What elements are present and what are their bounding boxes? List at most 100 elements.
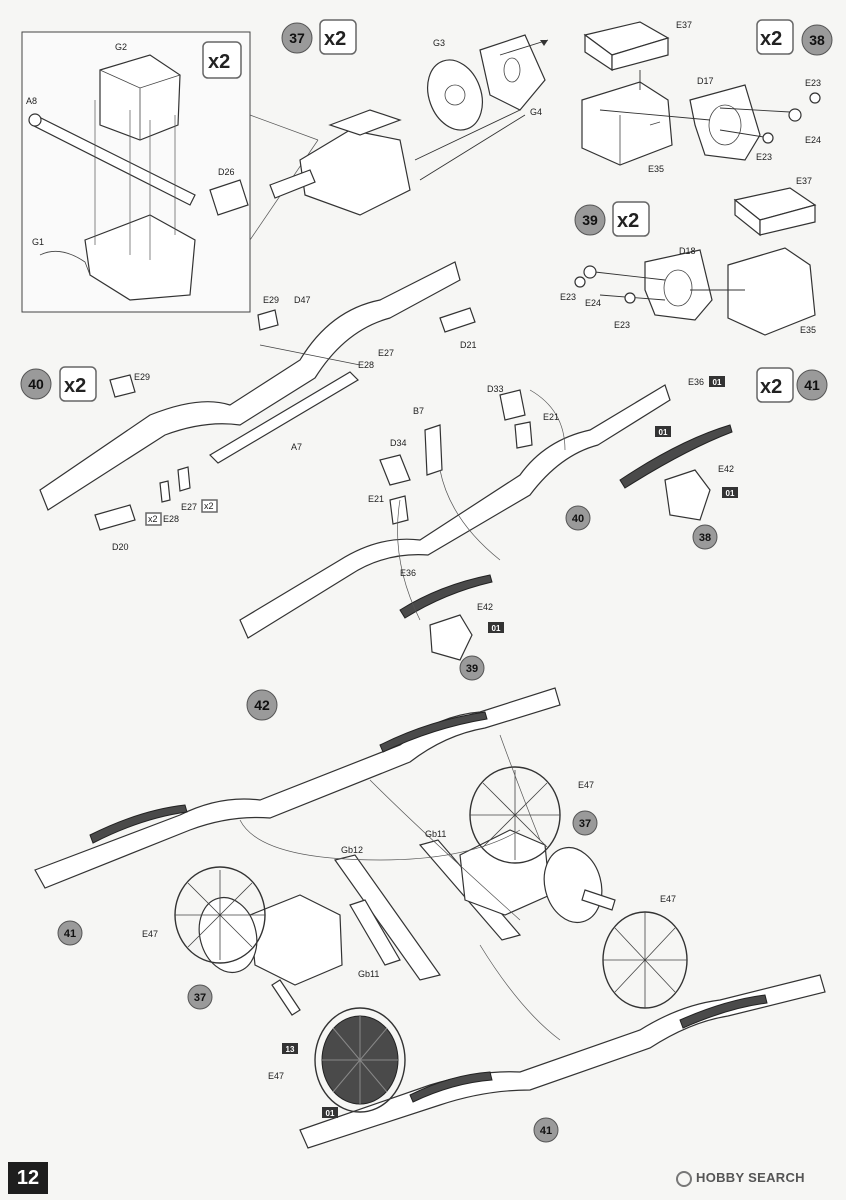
- part-e29: [257, 309, 279, 331]
- label-e37: E37: [796, 176, 812, 186]
- watermark: HOBBY SEARCH: [676, 1170, 805, 1187]
- axle-housing-38: [664, 469, 711, 521]
- label-e24: E24: [805, 135, 821, 145]
- step-41-multiplier-box: [756, 367, 794, 403]
- step-41-badge: [796, 369, 828, 401]
- paint-code: 01: [713, 378, 722, 387]
- label-e23: E23: [560, 292, 576, 302]
- label-e23: E23: [756, 152, 772, 162]
- part-e23-nut: [624, 292, 636, 304]
- frame-side-rail: [39, 261, 461, 511]
- wheel-e47-rear-left: [174, 866, 266, 964]
- label-g3: G3: [433, 38, 445, 48]
- label-gb11: Gb11: [358, 969, 379, 979]
- label-e21: E21: [543, 412, 559, 422]
- part-e37-front: [759, 204, 816, 236]
- paint-code: 01: [492, 624, 501, 633]
- ref-step-40-badge: [565, 505, 591, 531]
- part-e42-leaf-spring: [399, 574, 493, 619]
- label-d17: D17: [697, 76, 714, 86]
- step-39-assembly: 39 x2 E37 D18 E23 E24 E23 E35: [560, 176, 817, 336]
- ref-step-38: 38: [699, 532, 711, 544]
- step-38-assembly: x2 38 E37 D17 E23 E24 E23 E35: [581, 19, 833, 174]
- ref-step-37-badge: [187, 984, 213, 1010]
- label-d26: D26: [218, 167, 235, 177]
- part-e28: [159, 480, 171, 503]
- inset-axle-detail: x2 G2 A8 D26 G1: [21, 31, 319, 313]
- frame-side-rail: [239, 384, 671, 639]
- part-d26: [209, 179, 249, 216]
- paint-code-box: [655, 426, 671, 437]
- label-e24: E24: [585, 298, 601, 308]
- watermark-text: HOBBY SEARCH: [696, 1170, 805, 1185]
- paint-code-box: [282, 1043, 298, 1054]
- leaf-spring: [89, 804, 188, 844]
- inset-leader-line: [249, 114, 319, 141]
- hub-right: [543, 846, 603, 924]
- leaf-spring: [409, 1071, 493, 1103]
- inset-multiplier: x2: [208, 51, 230, 73]
- label-g4: G4: [530, 107, 542, 117]
- label-e36: E36: [400, 568, 416, 578]
- axle-unit-left: [249, 894, 343, 986]
- part-g4-plate: [479, 34, 546, 111]
- ref-step-37: 37: [579, 818, 591, 830]
- ref-step-41-badge: [533, 1117, 559, 1143]
- part-d18-ring: [663, 269, 693, 307]
- label-e42: E42: [718, 464, 734, 474]
- label-e37: E37: [676, 20, 692, 30]
- step-40-number: 40: [28, 376, 44, 392]
- ref-step-39: 39: [466, 663, 478, 675]
- label-d47: D47: [294, 295, 311, 305]
- part-d33: [499, 389, 526, 421]
- label-d20: D20: [112, 542, 129, 552]
- step-42-guides: [239, 734, 561, 1041]
- step-39-badge: [574, 204, 606, 236]
- axle-unit-right: [459, 829, 551, 916]
- ref-step-37-badge: [572, 810, 598, 836]
- step-37-number: 37: [289, 30, 305, 46]
- paint-code-box: [488, 622, 504, 633]
- label-e29: E29: [134, 372, 150, 382]
- inset-guides: [94, 100, 176, 260]
- paint-code: 01: [726, 489, 735, 498]
- wheel-rim: [314, 1007, 406, 1113]
- part-e35-edges: [619, 115, 661, 165]
- step-42-badge: [246, 689, 278, 721]
- step-40-multiplier-box: [59, 366, 97, 402]
- label-e21: E21: [368, 494, 384, 504]
- step-38-arrows: [599, 70, 791, 139]
- wheel-spokes: [603, 912, 687, 1008]
- label-e23: E23: [614, 320, 630, 330]
- part-d17-ring: [708, 104, 742, 146]
- label-e47: E47: [578, 780, 594, 790]
- part-e27: [177, 466, 191, 492]
- ref-step-37: 37: [194, 992, 206, 1004]
- step-40-badge: [20, 368, 52, 400]
- frame-rail-upper: [34, 687, 561, 889]
- label-e27: E27: [378, 348, 394, 358]
- e27-multiplier-box: [201, 499, 218, 513]
- part-d18-plate: [644, 249, 713, 321]
- part-gb11-crossmember: [349, 899, 401, 966]
- leaf-spring: [679, 994, 768, 1029]
- part-e35-housing: [727, 247, 816, 336]
- part-e35-housing: [581, 81, 673, 166]
- part-e24-bolt: [788, 108, 802, 122]
- page-number: 12: [8, 1162, 48, 1194]
- axle-stub: [581, 889, 616, 911]
- part-d20: [94, 504, 136, 531]
- step-37-arrows: [414, 39, 549, 181]
- step-39-multiplier-box: [612, 201, 650, 237]
- wheel-e47-front-left: [314, 1007, 406, 1113]
- step-37-badge: [281, 22, 313, 54]
- paint-code: 13: [286, 1045, 295, 1054]
- part-e21: [514, 421, 533, 449]
- part-e24-bolt: [583, 265, 597, 279]
- paint-code: 01: [326, 1109, 335, 1118]
- part-e42-leaf-spring: [619, 424, 733, 489]
- ref-step-39-badge: [459, 655, 485, 681]
- wheel-e47-front-right: [602, 911, 688, 1009]
- label-a8: A8: [26, 96, 37, 106]
